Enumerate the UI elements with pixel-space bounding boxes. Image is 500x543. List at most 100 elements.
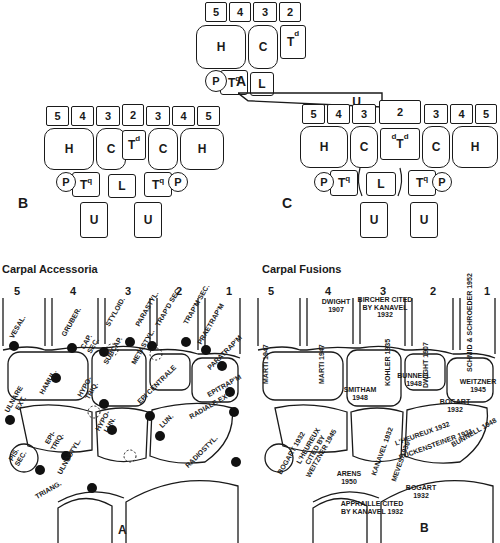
bone-letter: P: [212, 76, 219, 87]
fusion-citation: BUNNELL 1948: [394, 372, 434, 387]
bone-letter: H: [198, 143, 207, 155]
bone-letter: U: [144, 214, 153, 226]
metacarpal-number: 4: [335, 109, 341, 120]
fusion-citation: MEVES 1936: [390, 441, 411, 483]
bone-letter: T: [228, 77, 235, 89]
accessoria-wrist: [3, 298, 240, 543]
column-number: 3: [125, 286, 131, 298]
metacarpal-box: 4: [229, 2, 251, 22]
accessory-name: HYPO-TRIQ.: [74, 372, 102, 406]
bone-letter: T: [396, 138, 403, 150]
metacarpal-number: 5: [483, 109, 489, 120]
bone-letter: T: [128, 139, 135, 151]
metacarpal-box: 5: [205, 2, 227, 22]
bone-letter: C: [432, 141, 441, 153]
bone-letter: q: [87, 177, 92, 185]
bone-letter: T: [338, 177, 345, 189]
figure-letter: C: [282, 196, 292, 211]
bone-letter: T: [80, 179, 87, 191]
bone-letter: U: [90, 214, 99, 226]
metacarpal-box: 4: [71, 106, 94, 126]
accessory-dot: [67, 343, 77, 353]
carpal-box: L: [108, 174, 136, 198]
accessory-dot: [99, 399, 109, 409]
accessory-name: VESAL.: [8, 314, 27, 340]
dashed-circle: [150, 348, 162, 360]
metacarpal-box: 2: [122, 104, 144, 126]
accessory-name: TRAP'M SEC.: [182, 283, 211, 326]
accessory-dot: [181, 337, 191, 347]
accessory-dot: [5, 415, 15, 425]
metacarpal-number: 4: [237, 7, 243, 18]
bone-letter: d: [135, 135, 140, 143]
bone-letter: d: [404, 133, 409, 141]
pisiform-circle: P: [168, 172, 188, 192]
figure-letter: A: [118, 524, 127, 537]
bone-letter: U: [420, 214, 429, 226]
bone-letter: d: [391, 133, 396, 141]
accessory-dot: [231, 457, 241, 467]
metacarpal-number: 5: [205, 111, 211, 122]
column-number: 1: [484, 286, 490, 298]
metacarpal-number: 3: [262, 7, 268, 18]
bone-letter: q: [159, 177, 164, 185]
bone-letter: T: [416, 177, 423, 189]
bone-letter: T: [287, 36, 294, 48]
carpal-box: C: [350, 126, 378, 168]
fusion-citation: BIRCHER CITED BY KANAVEL 1932: [356, 296, 414, 319]
bone-letter: d: [294, 30, 299, 38]
panel-title: Carpal Fusions: [262, 264, 341, 276]
metacarpal-number: 4: [180, 111, 186, 122]
accessory-name: STYLOID.: [104, 296, 127, 328]
carpal-box: Tq: [72, 172, 100, 197]
accessory-dot: [145, 411, 155, 421]
accessory-dot: [9, 341, 19, 351]
metacarpal-box: 2: [379, 100, 421, 124]
carpal-box: Td: [122, 130, 146, 160]
bone-letter: H: [217, 41, 226, 53]
metacarpal-box: 2: [279, 2, 301, 22]
metacarpal-number: 3: [361, 109, 367, 120]
carpal-box: L: [366, 172, 396, 196]
accessory-name: HYPO-LUN.: [92, 406, 120, 440]
metacarpal-box: 5: [302, 104, 325, 124]
carpal-box: U: [134, 202, 162, 238]
fusion-citation: BOGART 1932: [438, 398, 472, 413]
bone-letter: L: [258, 78, 265, 90]
metacarpal-number: 4: [458, 109, 464, 120]
carpal-box: H: [180, 128, 224, 170]
metacarpal-box: 3: [253, 2, 277, 22]
fusion-citation: MARTI 1947: [262, 344, 270, 384]
bone-letter: q: [423, 175, 428, 183]
metacarpal-box: 5: [197, 106, 220, 126]
figure-letter: B: [18, 196, 28, 211]
figure-letter: B: [420, 522, 429, 535]
bone-letter: H: [471, 141, 480, 153]
carpal-box: H: [44, 128, 94, 170]
column-number: 1: [226, 286, 232, 298]
bone-letter: C: [259, 41, 268, 53]
bone-letter: T: [152, 179, 159, 191]
carpal-box: C: [148, 128, 178, 170]
bone-letter: q: [345, 175, 350, 183]
carpal-box: U: [410, 202, 438, 238]
accessory-dots: [5, 337, 241, 493]
metacarpal-number: 5: [54, 111, 60, 122]
bone-letter: C: [159, 143, 168, 155]
accessory-name: RADIOSTYL.: [184, 434, 219, 469]
pisiform-circle: P: [205, 70, 227, 92]
metacarpal-box: 4: [450, 104, 473, 124]
metacarpal-box: 3: [146, 106, 170, 126]
pisiform-circle: P: [314, 172, 334, 192]
metacarpal-number: 2: [130, 110, 136, 121]
carpal-box: H: [196, 25, 246, 69]
metacarpal-number: 3: [155, 111, 161, 122]
fusion-citation: APPRAILLE CITED BY KANAVEL 1932: [336, 500, 408, 515]
column-number: 2: [430, 286, 436, 298]
accessory-name: PIS. SEC.: [4, 441, 30, 471]
column-number: 4: [325, 286, 331, 298]
carpal-box: Tq: [330, 170, 358, 196]
fusion-citation: SCHMID & SCHROEDER 1952: [466, 273, 474, 372]
accessory-dot: [125, 337, 135, 347]
accessory-name: CAP. SEC.: [76, 328, 103, 360]
